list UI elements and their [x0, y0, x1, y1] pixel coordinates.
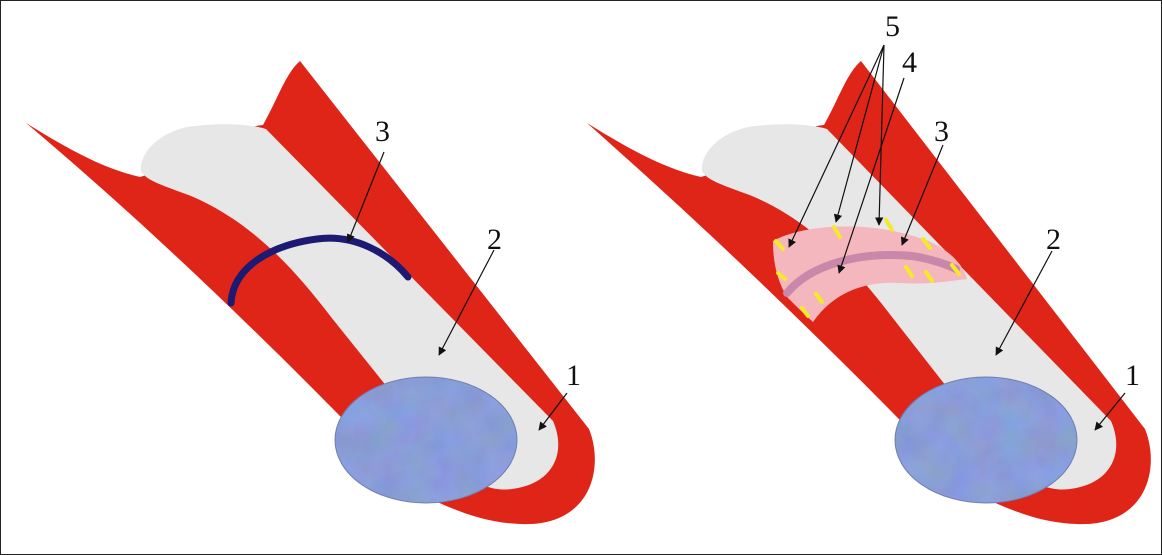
right-label-1: 1	[1125, 359, 1140, 392]
right-label-3: 3	[934, 115, 949, 148]
left-label-2: 2	[487, 223, 502, 256]
left-label-1: 1	[566, 359, 581, 392]
right-label-5: 5	[885, 10, 900, 43]
right-label-2: 2	[1046, 223, 1061, 256]
right-label-4: 4	[902, 46, 917, 79]
left-panel: 3 2 1	[26, 61, 595, 524]
right-panel: 5 4 3 2 1	[587, 10, 1151, 524]
left-label-3: 3	[375, 115, 390, 148]
